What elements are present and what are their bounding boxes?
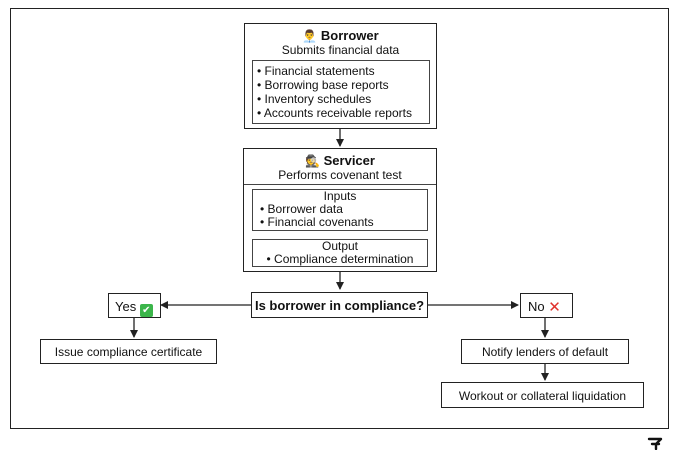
workout-box: Workout or collateral liquidation xyxy=(441,382,644,408)
output-title: Output xyxy=(321,239,359,253)
input-item: • Borrower data xyxy=(260,202,343,216)
borrower-subtitle: Submits financial data xyxy=(281,43,400,57)
borrower-items-box: • Financial statements • Borrowing base … xyxy=(252,60,430,124)
no-label-row: No ✕ xyxy=(528,298,561,316)
notify-lenders-label: Notify lenders of default xyxy=(481,345,609,359)
servicer-title: Servicer xyxy=(323,153,375,168)
borrower-title: Borrower xyxy=(320,28,379,43)
inputs-box: Inputs • Borrower data • Financial coven… xyxy=(252,189,428,231)
servicer-divider xyxy=(244,184,436,185)
output-box: Output • Compliance determination xyxy=(252,239,428,267)
yes-label: Yes xyxy=(115,299,137,314)
workout-label: Workout or collateral liquidation xyxy=(458,389,627,403)
borrower-heading: 👨‍💼 Borrower xyxy=(245,28,436,43)
yes-box: Yes ✔ xyxy=(108,293,161,318)
no-label: No xyxy=(528,299,545,314)
borrower-box: 👨‍💼 Borrower Submits financial data • Fi… xyxy=(244,23,437,129)
servicer-subtitle: Performs covenant test xyxy=(278,168,402,182)
decision-label: Is borrower in compliance? xyxy=(254,298,425,313)
no-box: No ✕ xyxy=(520,293,573,318)
servicer-box: 🕵️ Servicer Performs covenant test Input… xyxy=(243,148,437,272)
detective-icon: 🕵️ xyxy=(305,154,320,168)
diagram-frame xyxy=(10,8,669,429)
check-icon: ✔ xyxy=(139,304,153,317)
inputs-title: Inputs xyxy=(323,189,357,203)
input-item: • Financial covenants xyxy=(260,215,374,229)
borrower-item: • Borrowing base reports xyxy=(257,78,389,92)
certificate-box: Issue compliance certificate xyxy=(40,339,217,364)
brand-logo-icon xyxy=(647,437,663,450)
borrower-item: • Inventory schedules xyxy=(257,92,372,106)
output-item: • Compliance determination xyxy=(266,252,414,266)
yes-label-row: Yes ✔ xyxy=(115,299,153,317)
decision-box: Is borrower in compliance? xyxy=(251,292,428,318)
cross-icon: ✕ xyxy=(548,299,561,316)
person-icon: 👨‍💼 xyxy=(302,29,318,43)
certificate-label: Issue compliance certificate xyxy=(54,345,203,359)
borrower-item: • Accounts receivable reports xyxy=(257,106,412,120)
servicer-heading: 🕵️ Servicer xyxy=(244,153,436,168)
borrower-item: • Financial statements xyxy=(257,64,375,78)
notify-lenders-box: Notify lenders of default xyxy=(461,339,629,364)
